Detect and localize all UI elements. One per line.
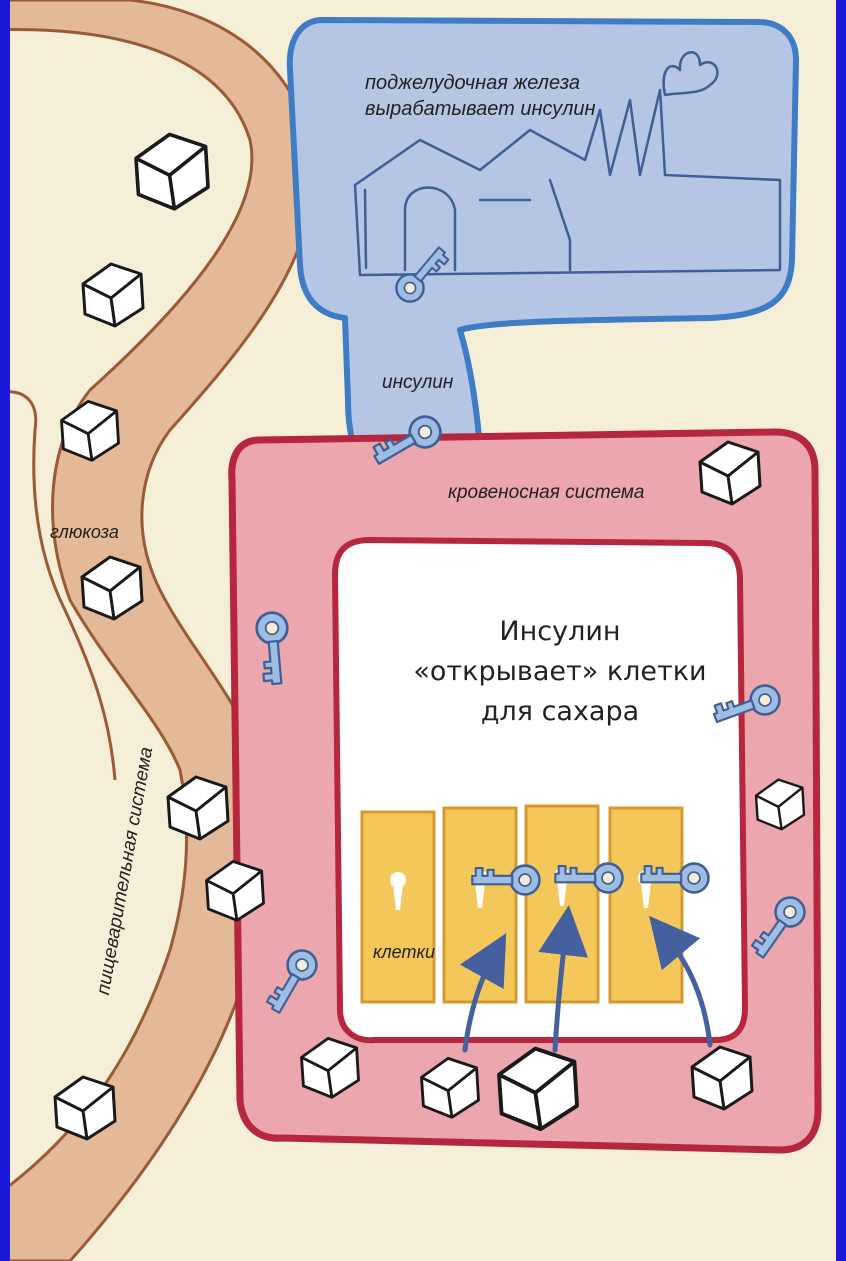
insulin-label: инсулин	[382, 372, 453, 394]
cell-1	[362, 812, 434, 1002]
cells-label: клетки	[373, 942, 435, 963]
glucose-label: глюкоза	[50, 522, 119, 543]
title-line2: «открывает» клетки	[410, 652, 710, 692]
diagram-title: Инсулин «открывает» клетки для сахара	[410, 612, 710, 732]
diagram-canvas: поджелудочная железа вырабатывает инсули…	[10, 0, 836, 1261]
pancreas-label: поджелудочная железа вырабатывает инсули…	[365, 70, 595, 122]
glucose-cube	[83, 264, 143, 326]
cell-2	[444, 808, 516, 1002]
title-line3: для сахара	[410, 692, 710, 732]
glucose-cube	[136, 134, 208, 208]
blood-system-label: кровеносная система	[448, 482, 645, 504]
pancreas-label-line2: вырабатывает инсулин	[365, 96, 595, 122]
pancreas-label-line1: поджелудочная железа	[365, 70, 595, 96]
title-line1: Инсулин	[410, 612, 710, 652]
cell-4	[610, 808, 682, 1002]
